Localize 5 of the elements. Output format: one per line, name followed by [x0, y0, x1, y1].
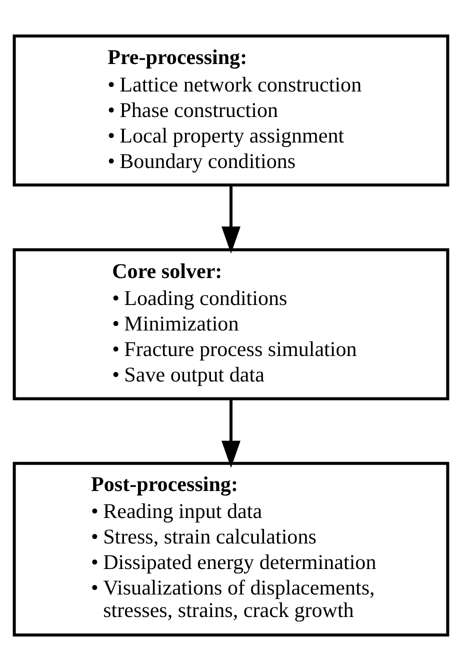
node-box: Pre-processing: • Lattice network construction • Phase construction • Local property assignment • Boundary conditions [12, 34, 450, 186]
arrow [222, 185, 240, 254]
node-box: Post-processing: • Reading input data • Stress, strain calculations • Dissipated energy determination • Visualizations of displacements, stresses, strains, crack growth [12, 462, 450, 636]
arrow [222, 399, 240, 468]
node-box: Core solver: • Loading conditions • Minimization • Fracture process simulation • Save output data [12, 248, 450, 400]
